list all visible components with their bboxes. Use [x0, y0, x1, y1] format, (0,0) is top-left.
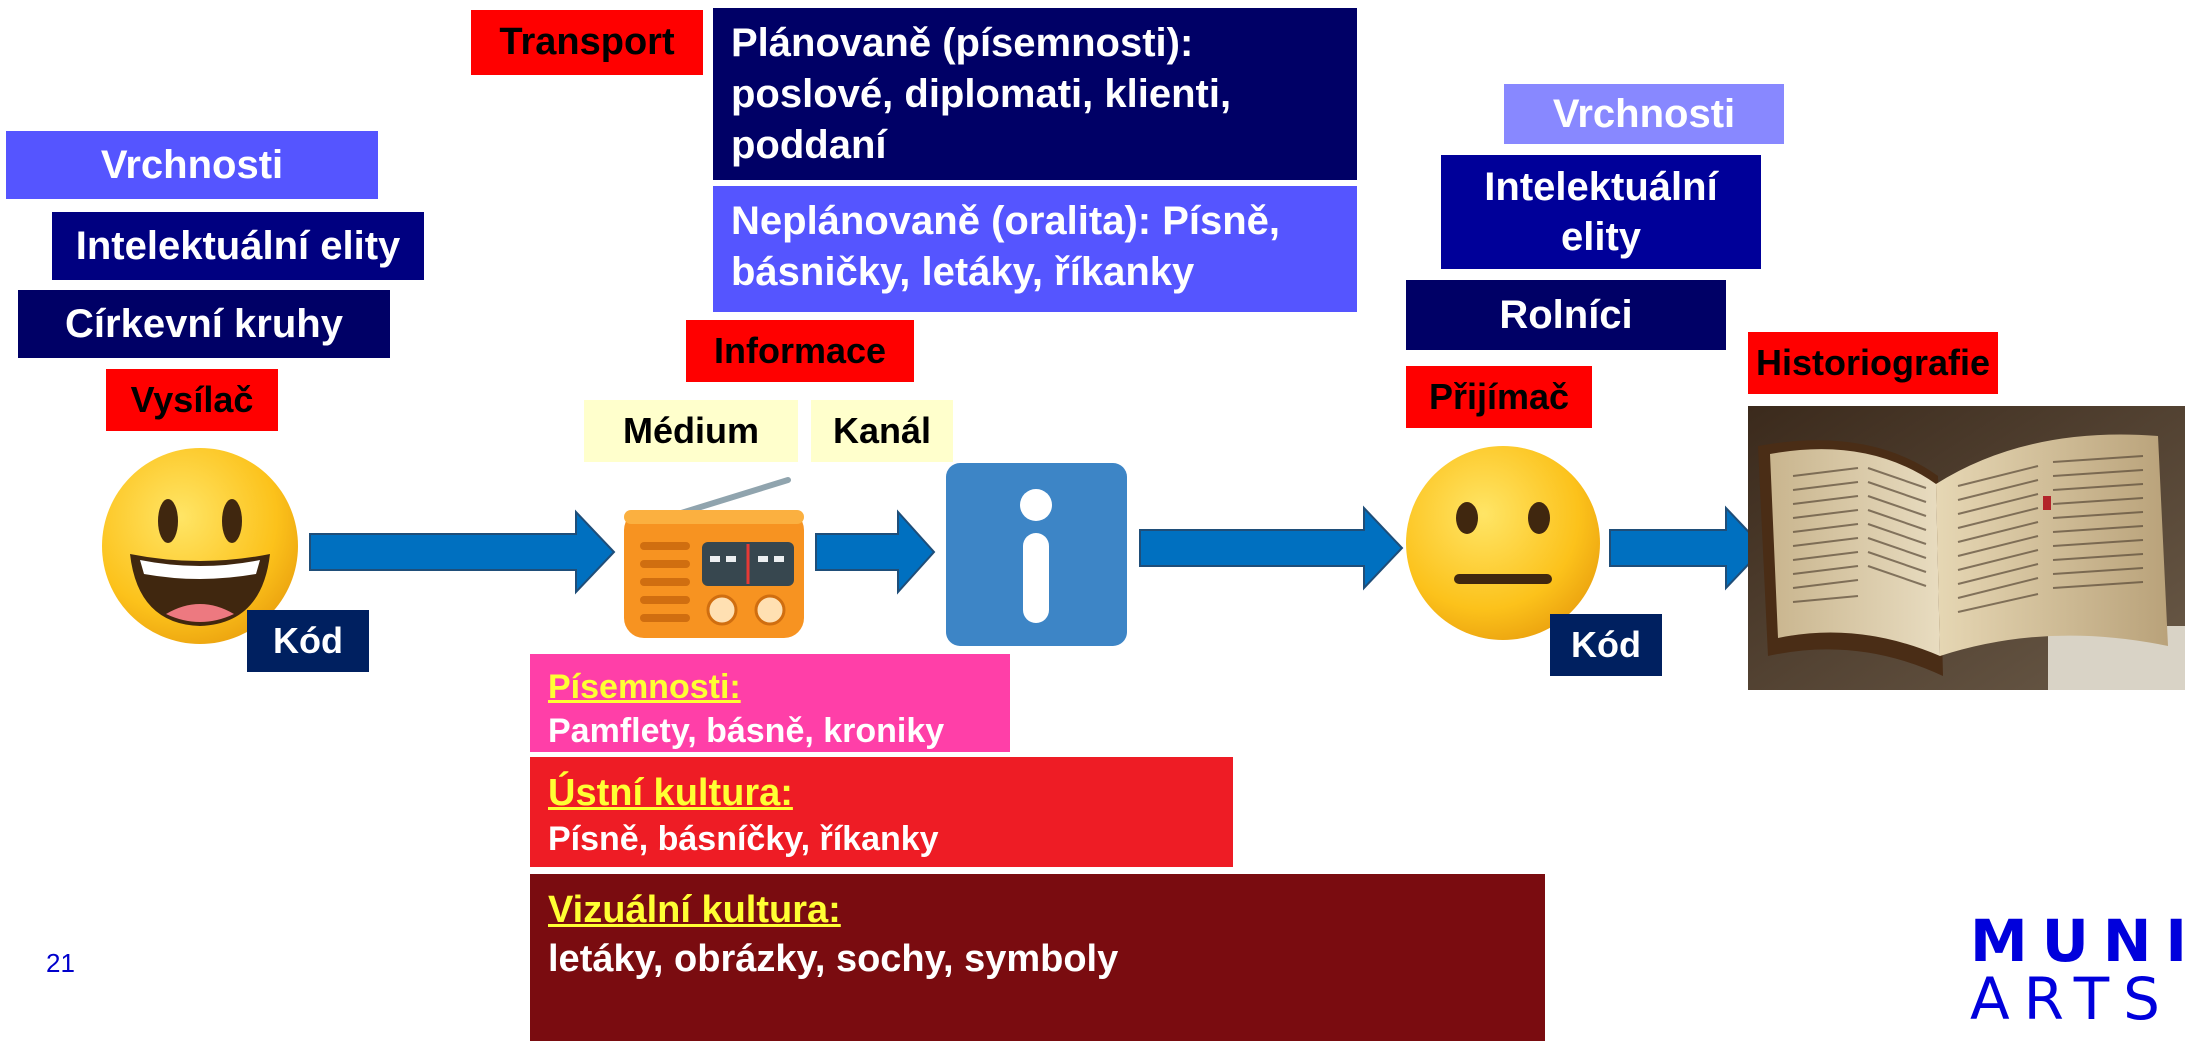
historiografie-label: Historiografie: [1755, 342, 1991, 383]
cirkevni-kruhy-label: Církevní kruhy: [65, 301, 343, 346]
page-number: 21: [46, 948, 75, 978]
neplanovane-text: Neplánovaně (oralita): Písně, básničky, …: [731, 199, 1281, 295]
prijimac-label: Přijímač: [1428, 376, 1570, 417]
kod-left-label: Kód: [273, 620, 343, 661]
elity-right-label: Intelektuální elity: [1484, 165, 1718, 259]
kod-right-box: Kód: [1550, 614, 1662, 676]
vrchnosti-right-box: Vrchnosti: [1504, 84, 1784, 144]
arrow-receiver-to-historiography: [1609, 505, 1766, 591]
medium-label: Médium: [622, 410, 759, 451]
elity-left-label: Intelektuální elity: [75, 223, 401, 268]
prijimac-box: Přijímač: [1406, 366, 1592, 428]
neutral-emoji-icon: [1406, 446, 1600, 640]
elity-left-box: Intelektuální elity: [52, 212, 424, 280]
vysilac-box: Vysílač: [106, 369, 278, 431]
planovane-box: Plánovaně (písemnosti): poslové, diploma…: [713, 8, 1357, 180]
informace-box: Informace: [686, 320, 914, 382]
neplanovane-box: Neplánovaně (oralita): Písně, básničky, …: [713, 186, 1357, 312]
logo-line-arts: ARTS: [1970, 965, 2175, 1033]
vrchnosti-right-label: Vrchnosti: [1552, 91, 1736, 136]
vizualni-kultura-title: Vizuální kultura:: [548, 889, 841, 931]
old-book-image: [1748, 406, 2185, 690]
kod-right-label: Kód: [1571, 624, 1641, 665]
kanal-box: Kanál: [811, 400, 953, 462]
ustni-kultura-text: Písně, básníčky, říkanky: [548, 819, 939, 858]
rolnici-label: Rolníci: [1499, 292, 1633, 337]
vizualni-kultura-text: letáky, obrázky, sochy, symboly: [548, 937, 1119, 980]
muni-arts-logo: MUNI ARTS: [1970, 907, 2185, 1033]
ustni-kultura-box: Ústní kultura: Písně, básníčky, říkanky: [530, 757, 1233, 867]
vizualni-kultura-box: Vizuální kultura: letáky, obrázky, sochy…: [530, 874, 1545, 1041]
transport-box: Transport: [471, 10, 703, 75]
informace-label: Informace: [713, 330, 887, 371]
vrchnosti-left-label: Vrchnosti: [100, 142, 284, 187]
vrchnosti-left-box: Vrchnosti: [6, 131, 378, 199]
medium-box: Médium: [584, 400, 798, 462]
grinning-emoji-icon: [102, 448, 298, 644]
transport-label: Transport: [499, 21, 675, 63]
kanal-label: Kanál: [832, 410, 932, 451]
arrow-info-to-receiver: [1139, 505, 1404, 591]
rolnici-box: Rolníci: [1406, 280, 1726, 350]
logo-line-muni: MUNI: [1970, 907, 2185, 975]
historiografie-box: Historiografie: [1748, 332, 1998, 394]
arrow-medium-to-channel: [815, 509, 936, 595]
ustni-kultura-title: Ústní kultura:: [548, 772, 793, 814]
pisemnosti-box: Písemnosti: Pamflety, básně, kroniky: [530, 654, 1010, 752]
radio-icon: [624, 477, 804, 638]
arrow-sender-to-medium: [309, 509, 616, 595]
pisemnosti-text: Pamflety, básně, kroniky: [548, 711, 945, 750]
info-icon: [946, 463, 1127, 646]
vysilac-label: Vysílač: [130, 379, 254, 420]
elity-right-box: Intelektuální elity: [1441, 155, 1761, 269]
pisemnosti-title: Písemnosti:: [548, 668, 741, 706]
planovane-text: Plánovaně (písemnosti): poslové, diploma…: [731, 21, 1232, 168]
kod-left-box: Kód: [247, 610, 369, 672]
cirkevni-kruhy-box: Církevní kruhy: [18, 290, 390, 358]
